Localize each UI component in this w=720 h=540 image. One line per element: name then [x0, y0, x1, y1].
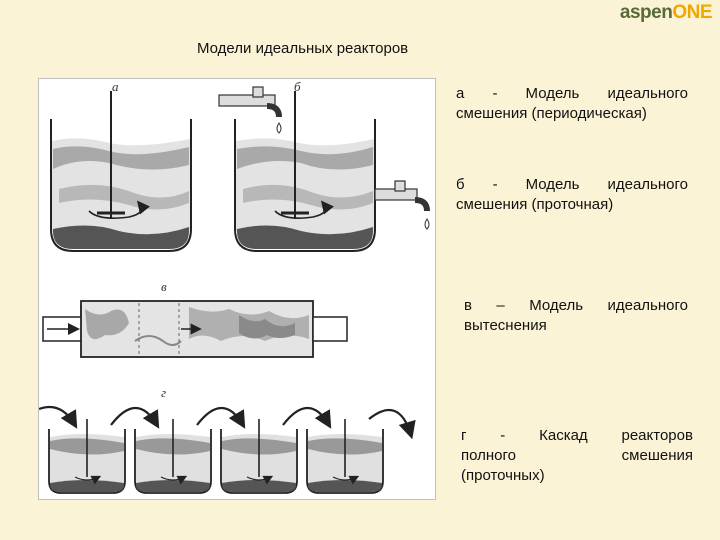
description-b: б - Модель идеального смешения (проточна…: [456, 175, 688, 215]
plug-flow-reactor: [42, 300, 348, 358]
desc-a-letter: а: [456, 85, 465, 102]
cascade-tank-2: [134, 419, 212, 494]
desc-c-dash: –: [496, 297, 505, 314]
tank-a: [50, 91, 192, 252]
description-c: в – Модель идеального вытеснения: [464, 296, 688, 336]
description-a: а - Модель идеального смешения (периодич…: [456, 84, 688, 124]
desc-b-word2: идеального: [607, 176, 688, 193]
desc-b-dash: -: [492, 176, 498, 193]
desc-c-word1: Модель: [529, 297, 584, 314]
desc-d-dash: -: [500, 427, 506, 444]
desc-d-word1: Каскад: [539, 427, 588, 444]
desc-b-word1: Модель: [525, 176, 580, 193]
desc-c-letter: в: [464, 297, 472, 314]
desc-a-word1: Модель: [525, 85, 580, 102]
cascade-tank-4: [306, 419, 384, 494]
desc-d-line2a: полного: [461, 447, 516, 464]
desc-d-letter: г: [461, 427, 467, 444]
tank-b: [218, 86, 430, 252]
slide-title: Модели идеальных реакторов: [197, 40, 409, 57]
cascade-reactors: [39, 405, 416, 494]
desc-c-line2: вытеснения: [464, 317, 547, 334]
cascade-tank-3: [220, 419, 298, 494]
cascade-tank-1: [48, 419, 126, 494]
desc-c-word2: идеального: [607, 297, 688, 314]
logo-part2: ONE: [672, 2, 712, 23]
desc-a-dash: -: [492, 85, 498, 102]
desc-a-line2: смешения (периодическая): [456, 105, 647, 122]
aspenone-logo: aspenONE: [619, 2, 713, 24]
desc-d-line3: (проточных): [461, 467, 545, 484]
description-d: г - Каскад реакторов полного смешения (п…: [461, 426, 693, 486]
desc-b-letter: б: [456, 176, 465, 193]
desc-b-line2: смешения (проточная): [456, 196, 614, 213]
reactor-figure: а б: [38, 78, 436, 500]
desc-a-word2: идеального: [607, 85, 688, 102]
desc-d-line2b: смешения: [621, 447, 693, 464]
label-a: а: [112, 79, 119, 94]
label-c: в: [161, 279, 167, 294]
label-b: б: [294, 79, 301, 94]
desc-d-word2: реакторов: [621, 427, 693, 444]
label-d: г: [161, 385, 166, 400]
logo-part1: aspen: [619, 2, 673, 23]
